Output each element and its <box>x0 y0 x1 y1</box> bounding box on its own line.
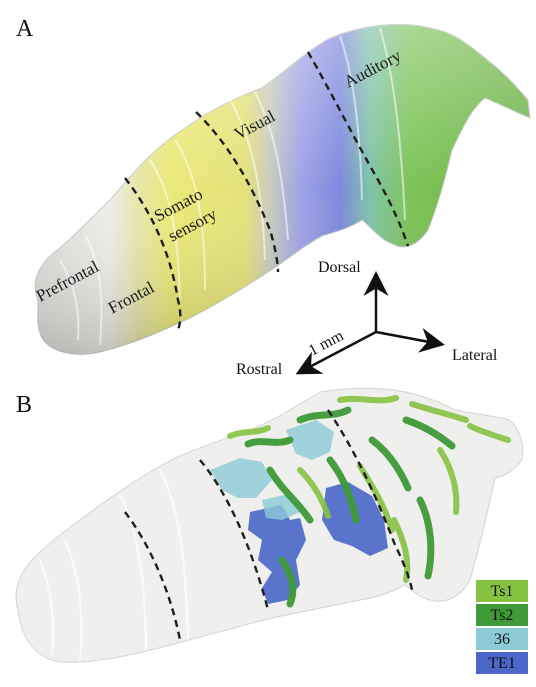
legend-label-ts1: Ts1 <box>491 583 514 600</box>
panel-b-brain <box>16 388 523 662</box>
scale-label: 1 mm <box>306 327 347 360</box>
panel-a-letter: A <box>16 16 34 42</box>
rostral-label: Rostral <box>236 361 283 378</box>
orientation-axes: Dorsal Lateral Rostral 1 mm <box>236 259 498 378</box>
lateral-arrow <box>376 332 440 344</box>
legend-label-te1: TE1 <box>488 655 516 672</box>
panel-b-letter: B <box>16 392 32 418</box>
lateral-label: Lateral <box>452 347 498 364</box>
panel-a-brain: Prefrontal Frontal Somato sensory Visual… <box>33 24 530 354</box>
legend-label-ts2: Ts2 <box>491 607 514 624</box>
legend-label-36: 36 <box>494 631 510 648</box>
dorsal-label: Dorsal <box>318 259 361 276</box>
